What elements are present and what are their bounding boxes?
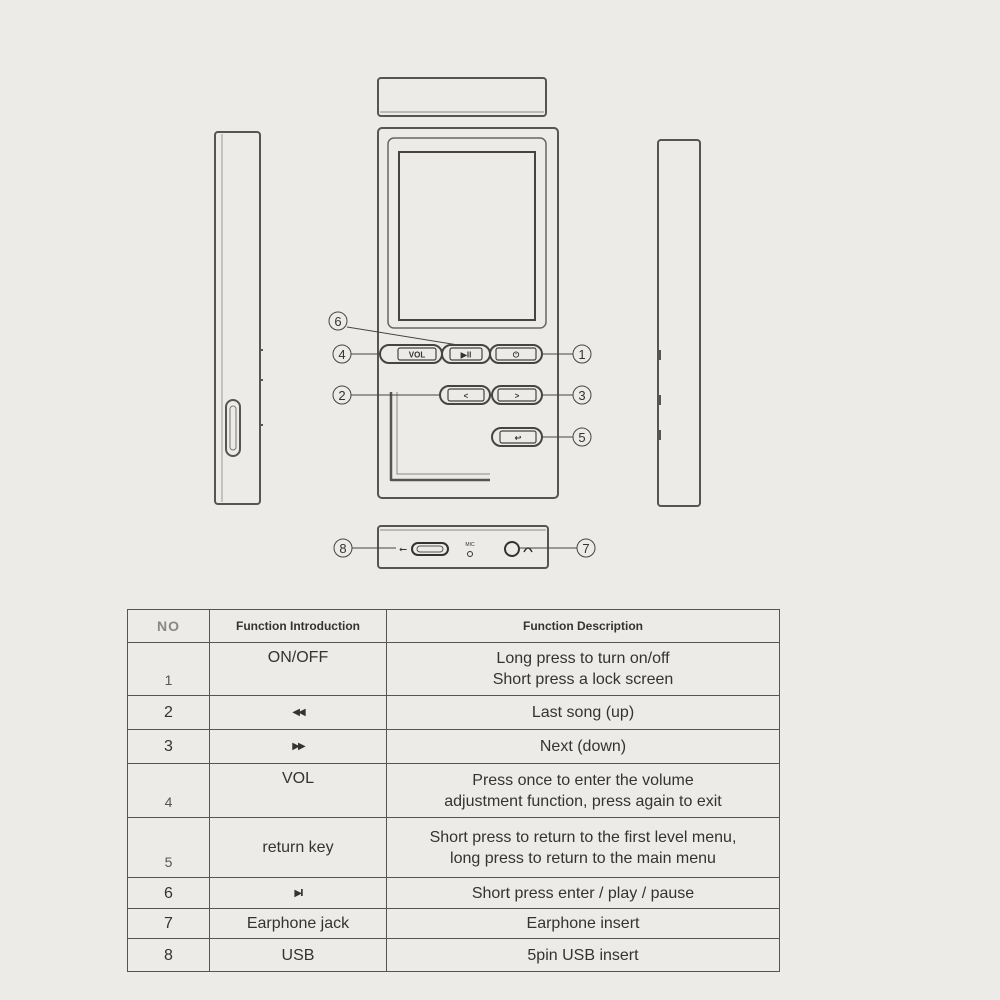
usb-symbol-icon: ⭠ — [399, 544, 407, 555]
row-description: Short press to return to the first level… — [386, 817, 780, 878]
table-row: 2 ◀◀ Last song (up) — [127, 695, 780, 730]
callout-8: 8 — [333, 538, 396, 558]
row-description: Short press enter / play / pause — [386, 877, 780, 909]
row-no: 7 — [127, 908, 210, 939]
fast-forward-icon: ▶▶ — [209, 729, 387, 764]
table-header-row: NO Function Introduction Function Descri… — [127, 609, 780, 643]
prev-icon: < — [464, 392, 469, 401]
side-slider-switch — [225, 399, 241, 457]
row-description: Long press to turn on/off Short press a … — [386, 642, 780, 696]
svg-text:6: 6 — [334, 314, 341, 329]
device-diagram: VOL ▶II ⏻ < > ↩ ⭠ MIC 1 — [214, 77, 701, 569]
usb-port — [411, 542, 449, 556]
description-line: Next (down) — [539, 738, 627, 755]
row-description: Next (down) — [386, 729, 780, 764]
callout-5: 5 — [542, 427, 592, 447]
play-pause-button-label: ▶II — [460, 351, 472, 360]
header-no: NO — [127, 609, 210, 643]
return-icon: ↩ — [515, 434, 522, 443]
table-row: 4 VOL Press once to enter the volume adj… — [127, 763, 780, 818]
row-description: Earphone insert — [386, 908, 780, 939]
row-function: ON/OFF — [209, 642, 387, 696]
callout-7: 7 — [519, 538, 596, 558]
svg-text:5: 5 — [578, 430, 585, 445]
callout-3: 3 — [542, 385, 592, 405]
row-no: 2 — [127, 695, 210, 730]
row-no: 6 — [127, 877, 210, 909]
callout-6: 6 — [328, 311, 459, 346]
device-right-side-view — [657, 139, 701, 507]
row-description: Press once to enter the volume adjustmen… — [386, 763, 780, 818]
description-line: Short press to return to the first level… — [429, 828, 737, 846]
header-function-description: Function Description — [386, 609, 780, 643]
mic-label: MIC — [465, 542, 475, 548]
vol-button-label: VOL — [409, 351, 426, 360]
device-front-view: VOL ▶II ⏻ < > ↩ — [377, 127, 559, 499]
row-no: 1 — [127, 642, 210, 696]
table-row: 1 ON/OFF Long press to turn on/off Short… — [127, 642, 780, 696]
callout-2: 2 — [332, 385, 440, 405]
row-function: return key — [209, 817, 387, 878]
description-line: Last song (up) — [531, 704, 635, 721]
svg-text:7: 7 — [582, 541, 589, 556]
description-line: 5pin USB insert — [527, 946, 639, 964]
description-line: adjustment function, press again to exit — [444, 792, 722, 810]
header-function-introduction: Function Introduction — [209, 609, 387, 643]
svg-text:3: 3 — [578, 388, 585, 403]
screen — [398, 151, 536, 321]
rewind-icon: ◀◀ — [209, 695, 387, 730]
description-line: Press once to enter the volume — [472, 771, 694, 789]
function-table: NO Function Introduction Function Descri… — [127, 609, 780, 972]
row-no: 5 — [127, 817, 210, 878]
description-line: Short press a lock screen — [492, 671, 674, 688]
description-line: Short press enter / play / pause — [471, 884, 695, 902]
callout-1: 1 — [542, 344, 592, 364]
description-line: long press to return to the main menu — [450, 849, 716, 867]
svg-text:8: 8 — [339, 541, 346, 556]
row-function: VOL — [209, 763, 387, 818]
device-left-side-view — [214, 131, 263, 505]
table-row: 6 ▶II Short press enter / play / pause — [127, 877, 780, 909]
row-no: 8 — [127, 938, 210, 972]
table-row: 5 return key Short press to return to th… — [127, 817, 780, 878]
row-description: 5pin USB insert — [386, 938, 780, 972]
callout-4: 4 — [332, 344, 380, 364]
power-icon: ⏻ — [513, 351, 520, 360]
row-no: 4 — [127, 763, 210, 818]
table-row: 8 USB 5pin USB insert — [127, 938, 780, 972]
table-row: 7 Earphone jack Earphone insert — [127, 908, 780, 939]
svg-text:1: 1 — [578, 347, 585, 362]
device-top-view — [377, 77, 547, 117]
table-row: 3 ▶▶ Next (down) — [127, 729, 780, 764]
screen-bezel — [387, 137, 547, 329]
description-line: Earphone insert — [526, 915, 640, 932]
mic-hole — [467, 551, 473, 557]
headphone-icon — [523, 547, 533, 553]
row-description: Last song (up) — [386, 695, 780, 730]
svg-text:4: 4 — [338, 347, 345, 362]
next-icon: > — [515, 392, 520, 401]
svg-text:2: 2 — [338, 388, 345, 403]
earphone-jack — [504, 541, 520, 557]
play-pause-icon: ▶II — [209, 877, 387, 909]
row-function: USB — [209, 938, 387, 972]
description-line: Long press to turn on/off — [496, 650, 670, 667]
device-bottom-view: ⭠ MIC — [377, 525, 549, 569]
row-function: Earphone jack — [209, 908, 387, 939]
row-no: 3 — [127, 729, 210, 764]
